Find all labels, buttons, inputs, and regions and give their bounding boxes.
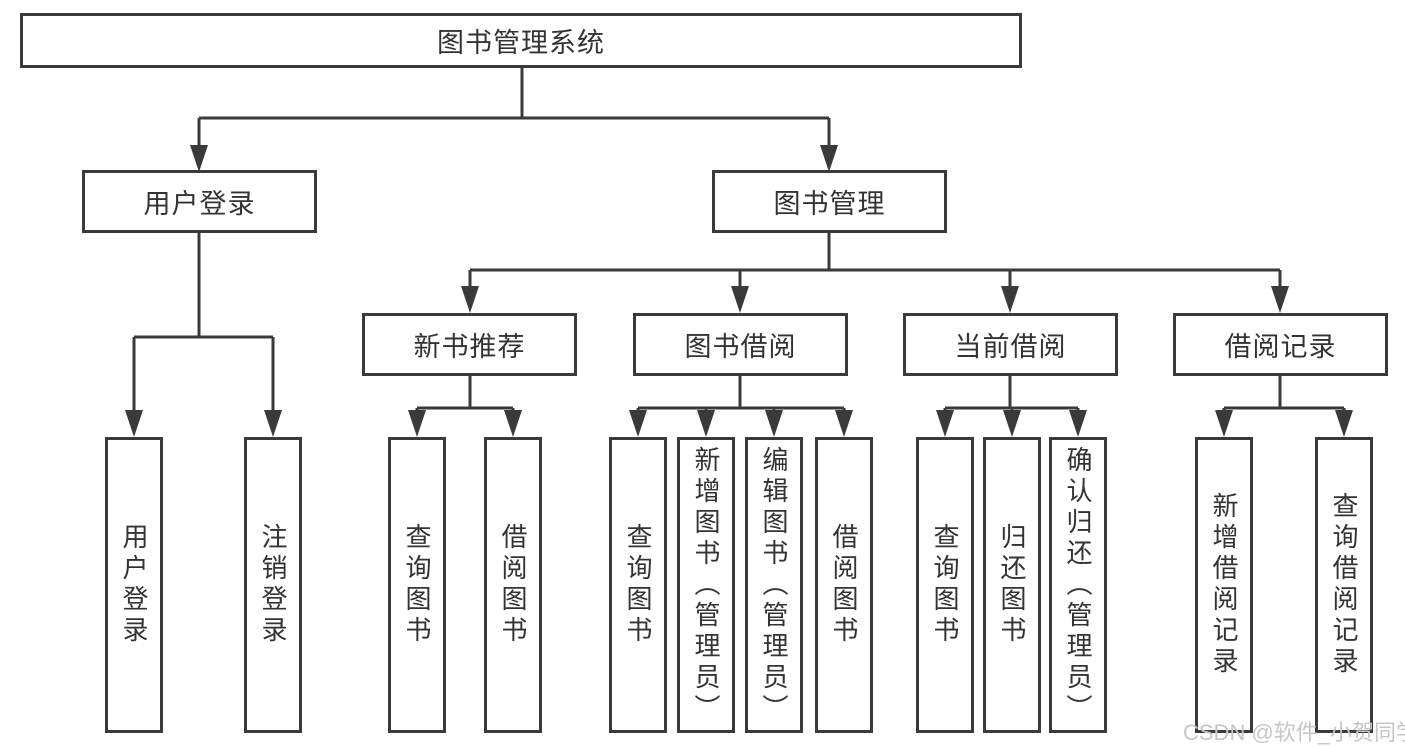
leaf-cb-confirm-return-label: 确认归还（管理员） bbox=[1063, 445, 1093, 725]
leaf-bb-add-books-label: 新增图书（管理员） bbox=[691, 445, 721, 725]
leaf-rec-borrow-books: 借阅图书 bbox=[484, 437, 542, 733]
leaf-bb-add-books: 新增图书（管理员） bbox=[677, 437, 735, 733]
leaf-logout-label: 注销登录 bbox=[258, 523, 288, 647]
leaf-bb-edit-books-label: 编辑图书（管理员） bbox=[759, 445, 789, 725]
node-library-system-label: 图书管理系统 bbox=[437, 28, 605, 58]
leaf-br-query-record: 查询借阅记录 bbox=[1315, 437, 1373, 733]
node-book-management: 图书管理 bbox=[712, 170, 947, 233]
node-user-login-label: 用户登录 bbox=[143, 189, 256, 219]
leaf-rec-query-books: 查询图书 bbox=[388, 437, 446, 733]
leaf-br-add-record: 新增借阅记录 bbox=[1195, 437, 1253, 733]
leaf-cb-return-books-label: 归还图书 bbox=[997, 523, 1027, 647]
node-user-login: 用户登录 bbox=[82, 170, 317, 233]
leaf-bb-query-books: 查询图书 bbox=[609, 437, 667, 733]
node-borrowing-records: 借阅记录 bbox=[1173, 313, 1388, 376]
node-borrowing-records-label: 借阅记录 bbox=[1224, 332, 1337, 362]
leaf-cb-return-books: 归还图书 bbox=[983, 437, 1041, 733]
leaf-rec-query-books-label: 查询图书 bbox=[402, 523, 432, 647]
tree-edges bbox=[125, 68, 1353, 437]
leaf-bb-borrow-books-label: 借阅图书 bbox=[829, 523, 859, 647]
leaf-cb-query-books-label: 查询图书 bbox=[930, 523, 960, 647]
leaf-cb-confirm-return: 确认归还（管理员） bbox=[1049, 437, 1107, 733]
node-current-borrowing-label: 当前借阅 bbox=[954, 332, 1067, 362]
leaf-bb-edit-books: 编辑图书（管理员） bbox=[745, 437, 803, 733]
node-book-borrowing-label: 图书借阅 bbox=[684, 332, 797, 362]
node-new-book-recommend-label: 新书推荐 bbox=[413, 332, 526, 362]
leaf-bb-query-books-label: 查询图书 bbox=[623, 523, 653, 647]
node-book-management-label: 图书管理 bbox=[773, 189, 886, 219]
node-current-borrowing: 当前借阅 bbox=[903, 313, 1118, 376]
node-new-book-recommend: 新书推荐 bbox=[362, 313, 577, 376]
leaf-logout: 注销登录 bbox=[244, 437, 302, 733]
leaf-user-login: 用户登录 bbox=[105, 437, 163, 733]
node-book-borrowing: 图书借阅 bbox=[633, 313, 848, 376]
leaf-user-login-label: 用户登录 bbox=[119, 523, 149, 647]
leaf-br-add-record-label: 新增借阅记录 bbox=[1209, 492, 1239, 678]
node-library-system: 图书管理系统 bbox=[20, 13, 1022, 68]
csdn-watermark: CSDN @软件_小贺同学 bbox=[1183, 720, 1405, 745]
leaf-cb-query-books: 查询图书 bbox=[916, 437, 974, 733]
leaf-bb-borrow-books: 借阅图书 bbox=[815, 437, 873, 733]
leaf-rec-borrow-books-label: 借阅图书 bbox=[498, 523, 528, 647]
leaf-br-query-record-label: 查询借阅记录 bbox=[1329, 492, 1359, 678]
